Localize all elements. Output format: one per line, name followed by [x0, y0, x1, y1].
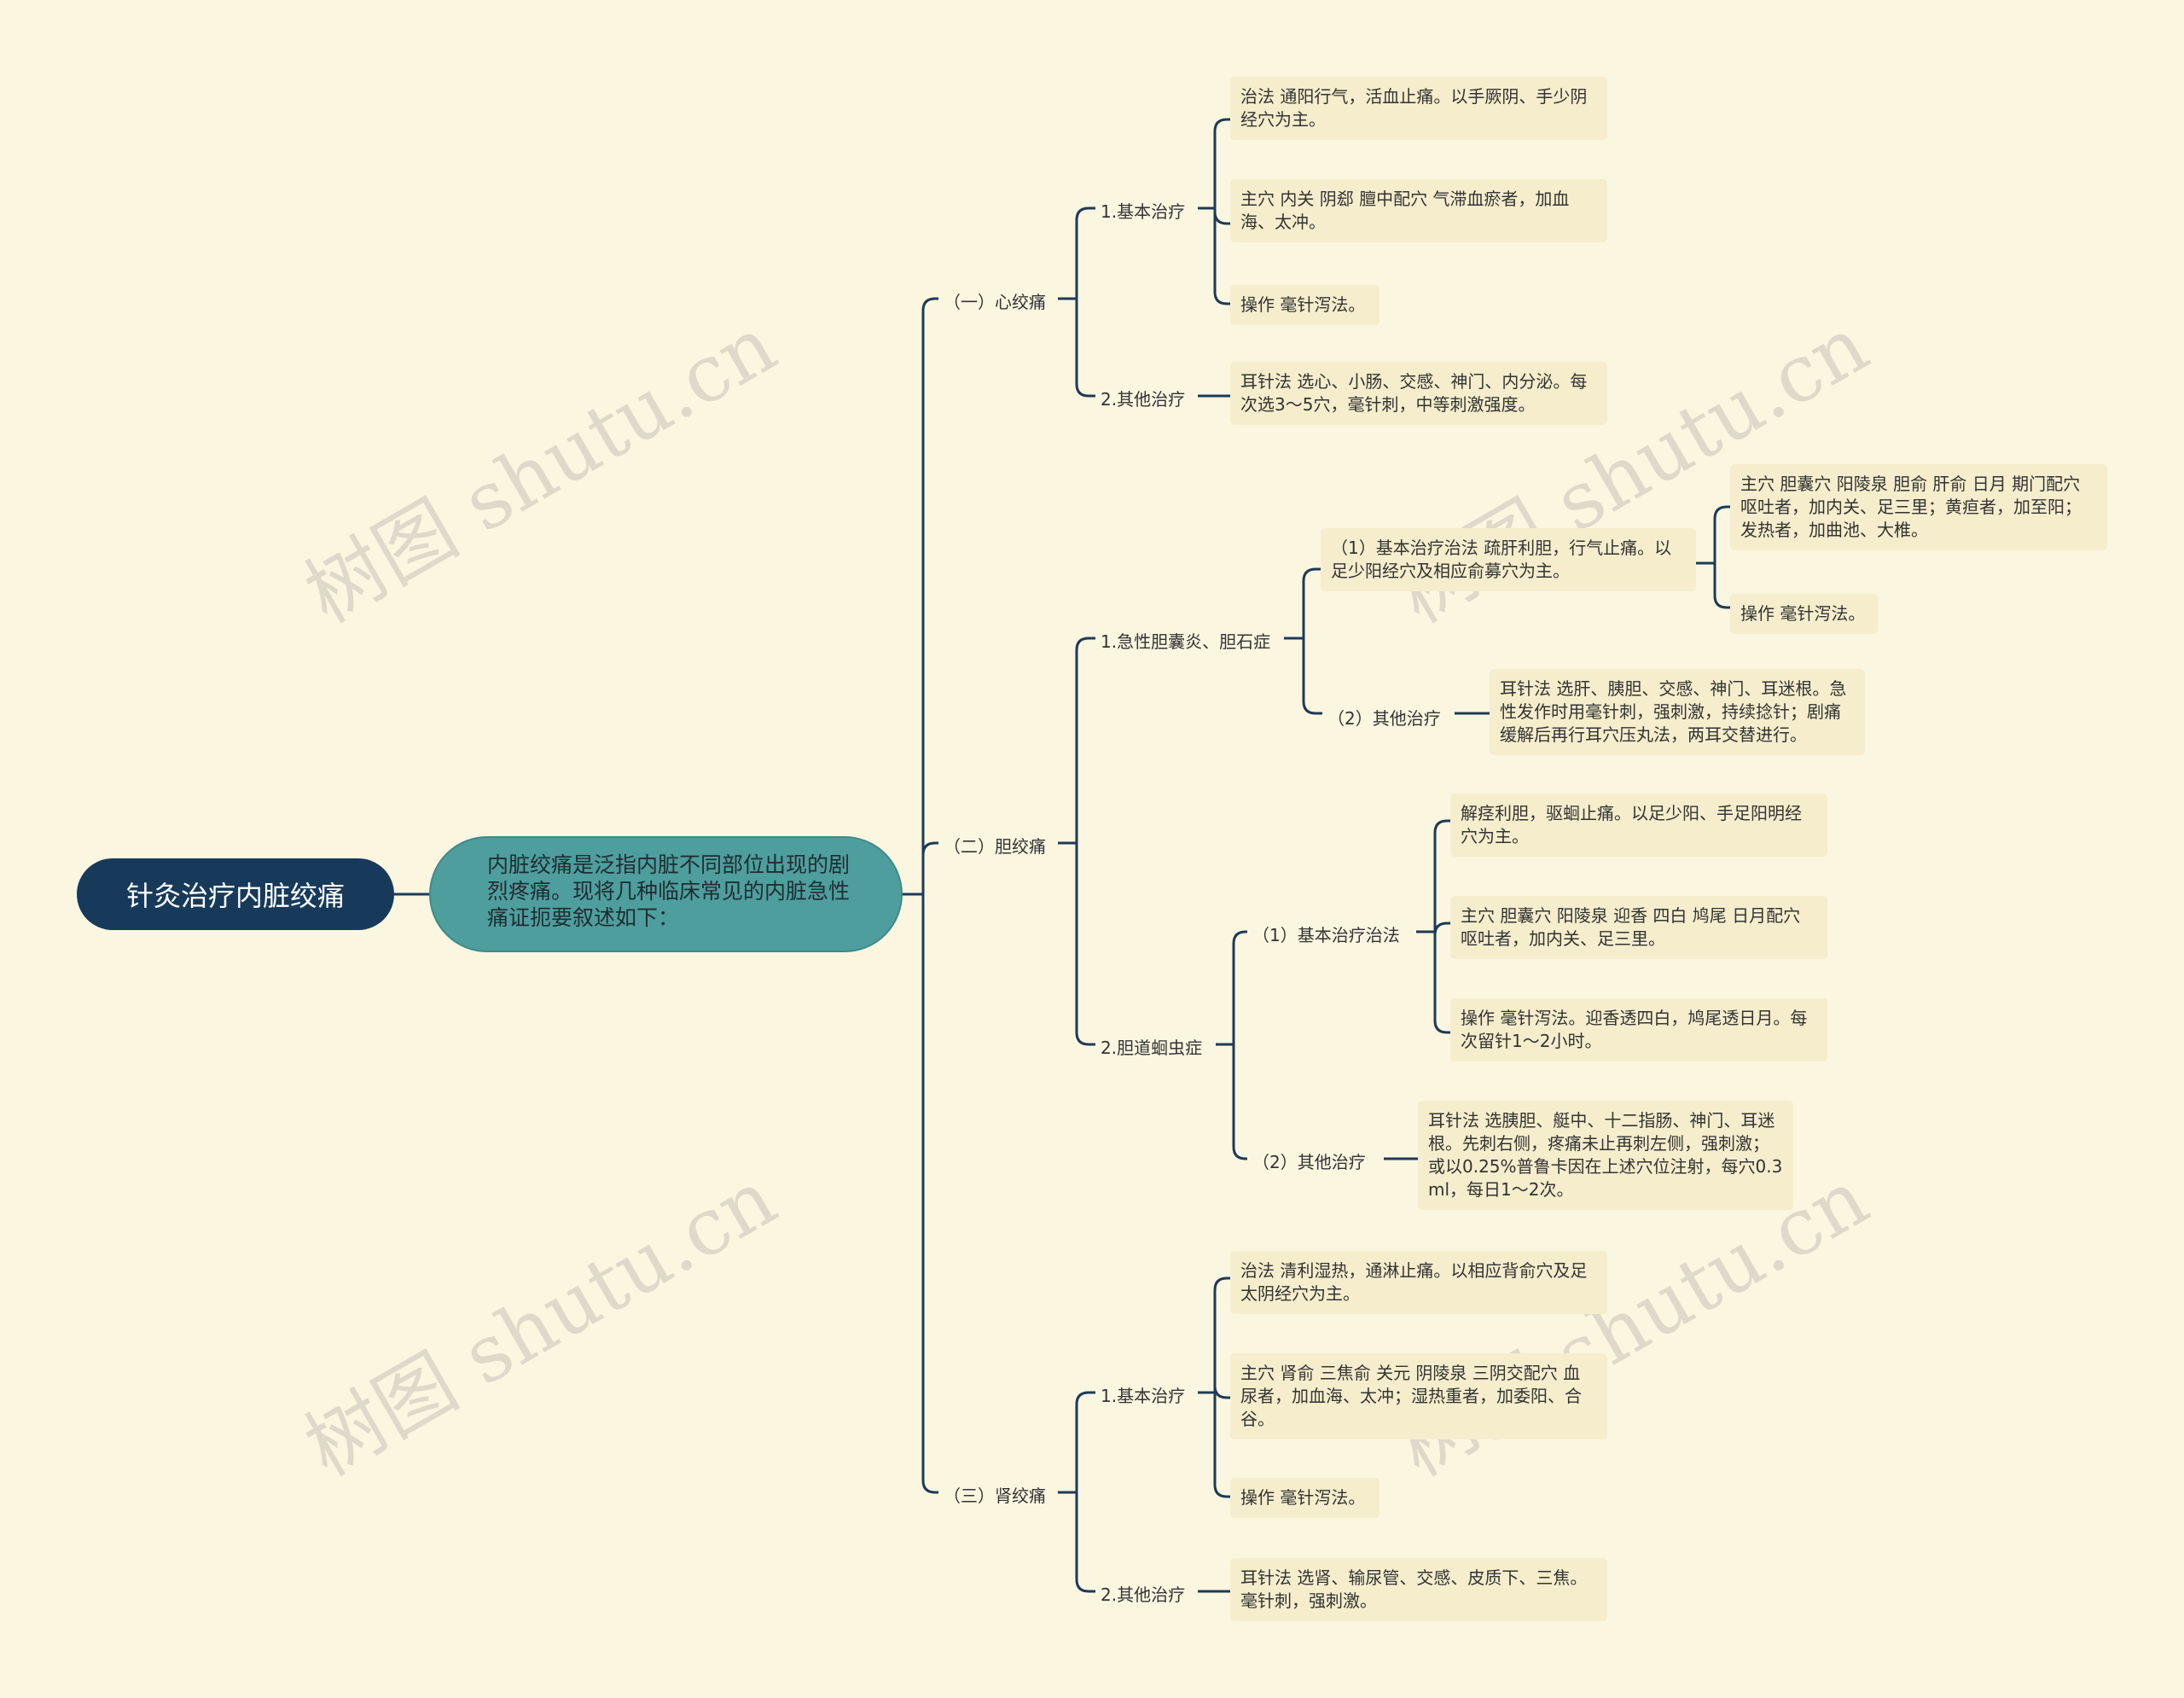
heart-basic-treatment[interactable]: 1.基本治疗	[1101, 201, 1186, 222]
root-topic[interactable]: 针灸治疗内脏绞痛	[77, 858, 394, 930]
cholecystitis-basic-branch-line	[1713, 563, 1730, 609]
heart-branch-line	[1075, 299, 1095, 398]
intro-to-sections-line	[921, 297, 938, 894]
cholecystitis-other-item[interactable]: 耳针法 选肝、胰胆、交感、神门、耳迷根。急性发作时用毫针刺，强刺激，持续捻针；剧…	[1490, 669, 1865, 755]
ascariasis-basic-branch-line	[1433, 922, 1450, 936]
intro-to-sections-line	[921, 894, 938, 1494]
ascariasis-basic-item[interactable]: 解痉利胆，驱蛔止痛。以足少阳、手足阳明经穴为主。	[1450, 794, 1827, 857]
heart-branch-line	[1075, 206, 1095, 299]
cholecystitis-basic-item[interactable]: 操作 毫针泻法。	[1730, 594, 1878, 634]
renal-basic-branch-line	[1213, 1393, 1230, 1498]
section-heart-angina[interactable]: （一）心绞痛	[944, 292, 1046, 312]
renal-branch-line	[1075, 1492, 1095, 1593]
ascariasis-other[interactable]: （2）其他治疗	[1252, 1152, 1366, 1172]
cholecystitis-other[interactable]: （2）其他治疗	[1327, 708, 1441, 729]
ascariasis-branch-line	[1232, 930, 1247, 1044]
biliary-branch-line	[1075, 637, 1095, 843]
biliary-ascariasis[interactable]: 2.胆道蛔虫症	[1101, 1038, 1203, 1058]
renal-basic-branch-line	[1213, 1276, 1230, 1393]
section-renal-colic[interactable]: （三）肾绞痛	[944, 1486, 1046, 1506]
heart-basic-item[interactable]: 治法 通阳行气，活血止痛。以手厥阴、手少阴经穴为主。	[1230, 77, 1607, 140]
section-biliary-colic[interactable]: （二）胆绞痛	[944, 836, 1046, 857]
ascariasis-basic-branch-line	[1433, 932, 1450, 1034]
intro-to-sections-line	[921, 841, 938, 894]
renal-basic-treatment[interactable]: 1.基本治疗	[1101, 1386, 1186, 1406]
renal-basic-item[interactable]: 治法 清利湿热，通淋止痛。以相应背俞穴及足太阴经穴为主。	[1230, 1251, 1607, 1314]
renal-basic-branch-line	[1213, 1385, 1230, 1399]
heart-basic-branch-line	[1213, 118, 1230, 208]
acute-cholecystitis[interactable]: 1.急性胆囊炎、胆石症	[1101, 631, 1271, 652]
ascariasis-basic-branch-line	[1433, 819, 1450, 932]
ascariasis-other-item[interactable]: 耳针法 选胰胆、艇中、十二指肠、神门、耳迷根。先刺右侧，疼痛未止再刺左侧，强刺激…	[1418, 1101, 1793, 1210]
renal-basic-item[interactable]: 操作 毫针泻法。	[1230, 1478, 1380, 1518]
heart-other-treatment[interactable]: 2.其他治疗	[1101, 389, 1186, 410]
heart-basic-branch-line	[1213, 208, 1230, 225]
cholecystitis-branch-line	[1302, 567, 1322, 638]
heart-basic-item[interactable]: 操作 毫针泻法。	[1230, 285, 1380, 325]
biliary-branch-line	[1075, 843, 1095, 1046]
cholecystitis-basic-branch-line	[1713, 505, 1730, 563]
renal-branch-line	[1075, 1391, 1095, 1492]
cholecystitis-basic[interactable]: （1）基本治疗治法 疏肝利胆，行气止痛。以足少阳经穴及相应俞募穴为主。	[1321, 528, 1696, 591]
intro-topic[interactable]: 内脏绞痛是泛指内脏不同部位出现的剧烈疼痛。现将几种临床常见的内脏急性痛证扼要叙述…	[429, 836, 903, 952]
ascariasis-basic-item[interactable]: 主穴 胆囊穴 阳陵泉 迎香 四白 鸠尾 日月配穴 呕吐者，加内关、足三里。	[1450, 896, 1827, 959]
heart-basic-item[interactable]: 主穴 内关 阴郄 膻中配穴 气滞血瘀者，加血海、太冲。	[1230, 179, 1607, 242]
ascariasis-basic-item[interactable]: 操作 毫针泻法。迎香透四白，鸠尾透日月。每次留针1～2小时。	[1450, 998, 1827, 1061]
ascariasis-basic[interactable]: （1）基本治疗治法	[1252, 925, 1400, 945]
heart-other-item[interactable]: 耳针法 选心、小肠、交感、神门、内分泌。每次选3～5穴，毫针刺，中等刺激强度。	[1230, 362, 1607, 425]
renal-basic-item[interactable]: 主穴 肾俞 三焦俞 关元 阴陵泉 三阴交配穴 血尿者，加血海、太冲；湿热重者，加…	[1230, 1353, 1607, 1439]
renal-other-item[interactable]: 耳针法 选肾、输尿管、交感、皮质下、三焦。毫针刺，强刺激。	[1230, 1558, 1607, 1621]
cholecystitis-basic-item[interactable]: 主穴 胆囊穴 阳陵泉 胆俞 肝俞 日月 期门配穴 呕吐者，加内关、足三里；黄疸者…	[1730, 464, 2107, 550]
cholecystitis-branch-line	[1302, 638, 1322, 715]
renal-other-treatment[interactable]: 2.其他治疗	[1101, 1585, 1186, 1605]
ascariasis-branch-line	[1232, 1044, 1247, 1160]
heart-basic-branch-line	[1213, 208, 1230, 305]
